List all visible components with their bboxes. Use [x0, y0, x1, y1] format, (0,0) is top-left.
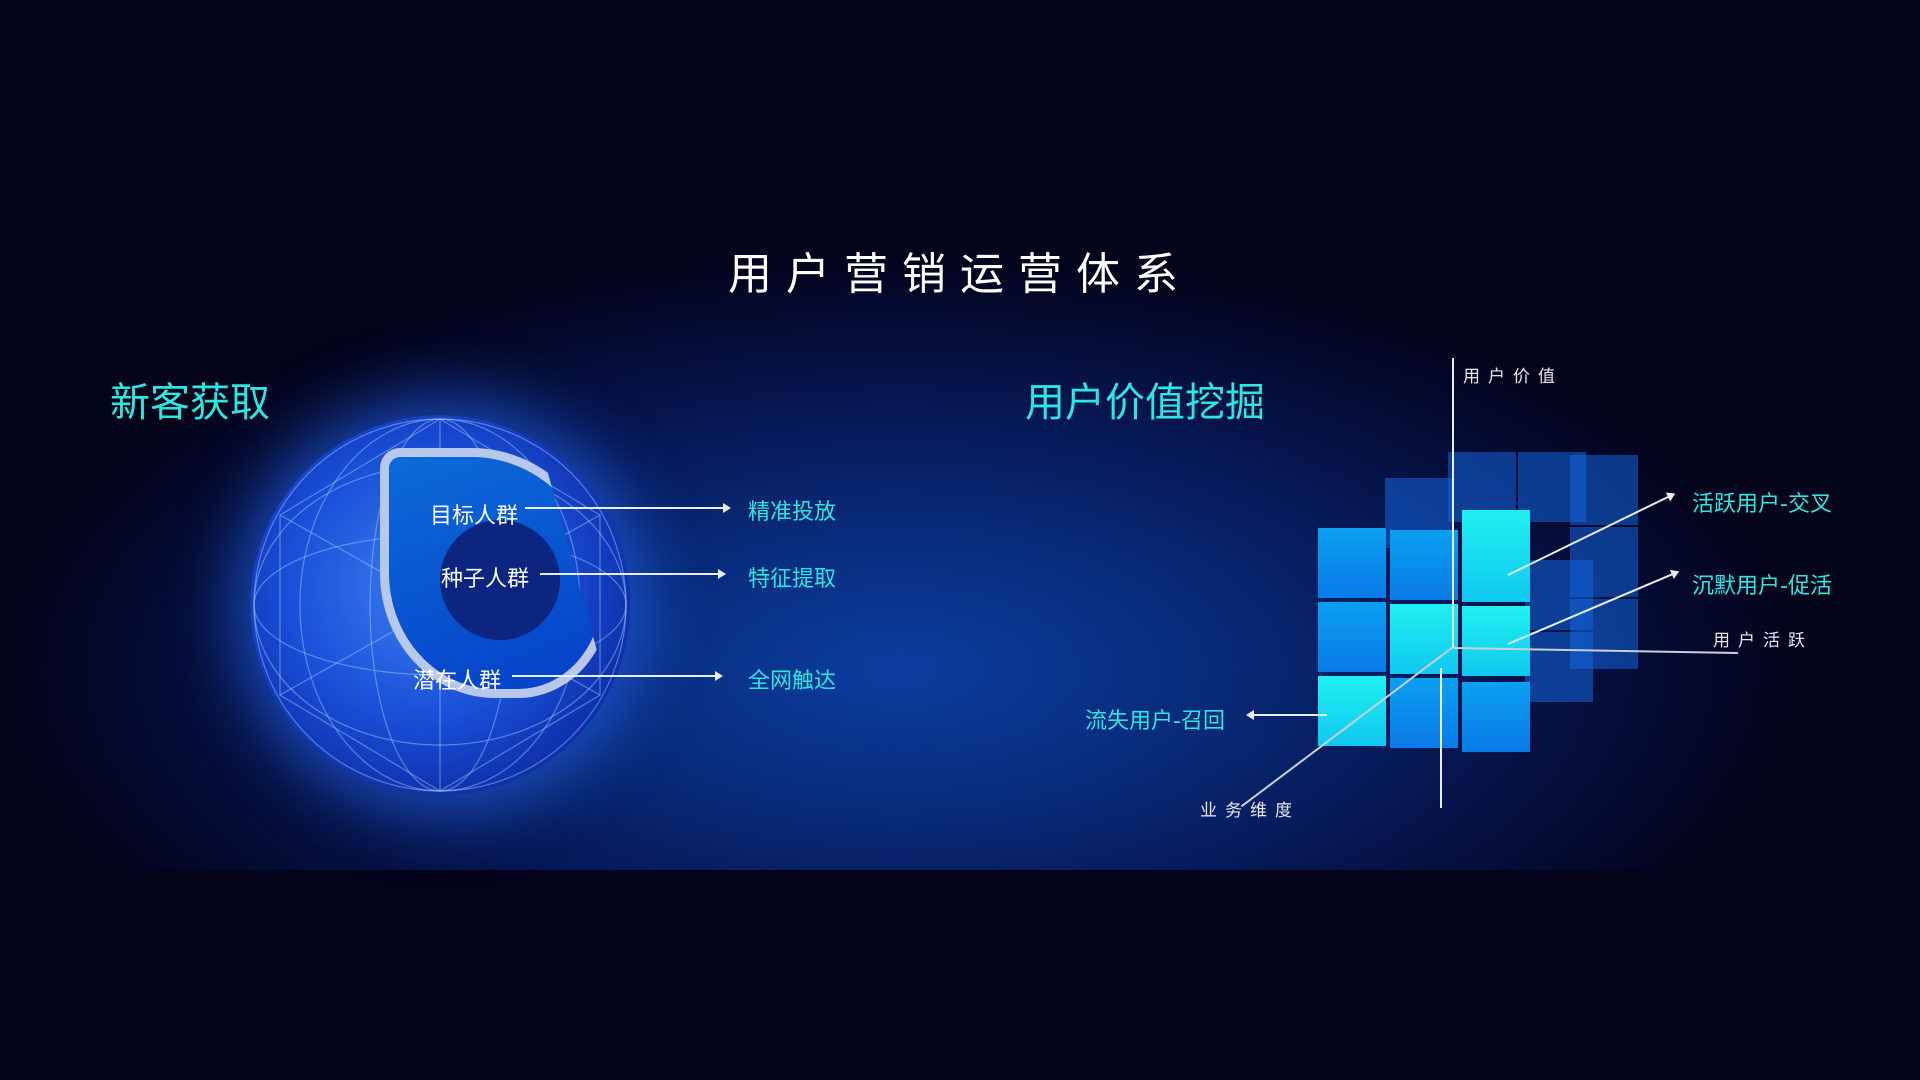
page-title: 用户营销运营体系 [728, 249, 1192, 300]
axis-label-value: 用户价值 [1463, 367, 1563, 387]
globe-core [440, 520, 560, 640]
layer-label-potential: 潜在人群 [413, 669, 502, 694]
action-label-feature: 特征提取 [748, 567, 837, 592]
segment-label-lost: 流失用户-召回 [1085, 709, 1225, 734]
layer-label-target: 目标人群 [430, 504, 519, 529]
segment-label-silent: 沉默用户-促活 [1692, 574, 1832, 599]
axis-label-activity: 用户活跃 [1713, 631, 1813, 651]
layer-label-seed: 种子人群 [441, 567, 530, 592]
segment-label-active: 活跃用户-交叉 [1692, 492, 1832, 517]
action-label-precise: 精准投放 [748, 500, 837, 525]
down-arrow [1440, 668, 1442, 808]
section-title-value-mining: 用户价值挖掘 [1025, 380, 1265, 426]
axis-y [1452, 358, 1454, 648]
section-title-acquisition: 新客获取 [110, 380, 270, 426]
axis-label-business: 业务维度 [1200, 801, 1300, 821]
action-label-reach: 全网触达 [748, 669, 837, 694]
